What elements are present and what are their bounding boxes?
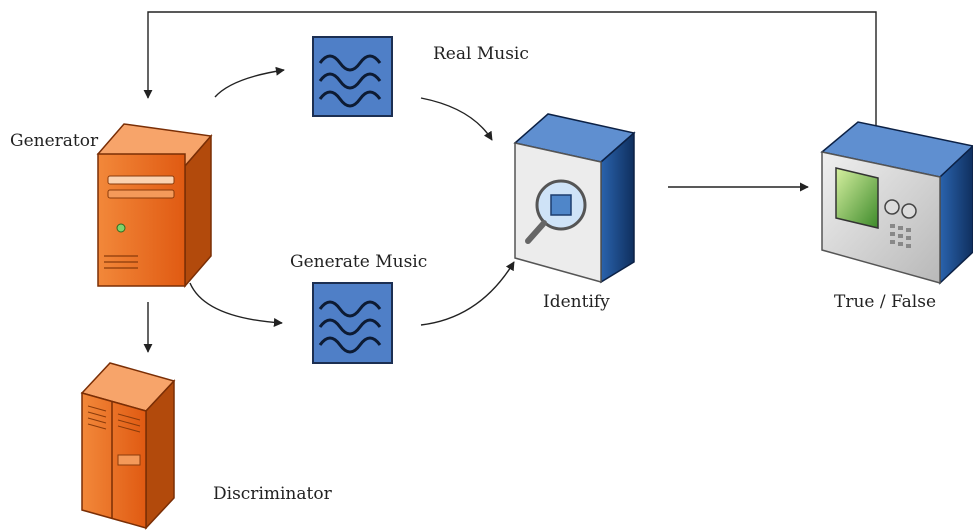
feedback-arrow [143,11,877,133]
server-tower-icon [96,123,213,289]
generator-label: Generator [10,131,99,151]
identify-label: Identify [543,292,610,312]
wave-icon [312,36,393,117]
arrow-generator-to-real-music [214,66,285,98]
arrow-generate-music-to-identify [420,261,515,326]
discriminator-label: Discriminator [213,484,332,504]
true-false-label: True / False [834,292,937,312]
real-music-label: Real Music [433,44,529,64]
analyzer-device-icon [820,121,973,285]
arrow-real-music-to-identify [420,97,493,141]
server-cabinet-icon [80,362,176,530]
arrow-generator-to-generate-music [189,282,283,327]
generate-music-label: Generate Music [290,252,428,272]
magnifier-device-icon [513,113,636,284]
wave-icon [312,282,393,364]
